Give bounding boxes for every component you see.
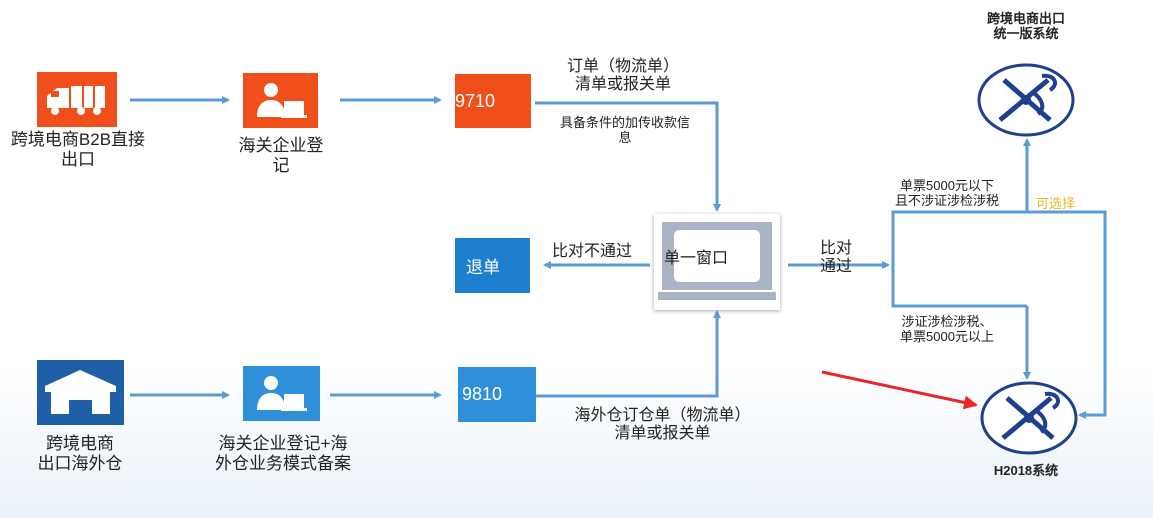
b2b-export-tile (37, 72, 117, 127)
truck-icon (47, 86, 105, 115)
compare-pass-label-line2: 通过 (819, 258, 852, 276)
arrow-9810-to-window (535, 310, 721, 398)
b2b-export-label-line1: 跨境电商B2B直接 (10, 130, 146, 149)
payment-info-label-line1: 具备条件的加传收款信 (559, 115, 690, 130)
order-top-label-line1: 订单（物流单） (566, 58, 679, 75)
code-9710-box: 9710 (455, 74, 531, 128)
person-computer-icon (257, 376, 307, 411)
over-5000-label: 涉证涉检涉税、 单票5000元以上 (880, 314, 1014, 345)
person-computer-icon (257, 83, 307, 118)
red-pointer-arrow (821, 370, 978, 410)
register-top-label-line1: 海关企业登 (238, 136, 324, 155)
return-label: 退单 (466, 258, 500, 277)
b2b-export-label-line2: 出口 (61, 149, 95, 169)
under-5000-label-line1: 单票5000元以下 (900, 178, 994, 193)
under-5000-label-line2: 且不涉证涉检涉税 (894, 192, 999, 208)
h2018-system-title: H2018系统 (993, 463, 1059, 478)
h2018-system-emblem (979, 380, 1079, 456)
warehouse-tile (37, 360, 124, 425)
optional-label: 可选择 (1036, 196, 1076, 211)
register-top-tile (243, 73, 318, 128)
payment-info-label: 具备条件的加传收款信 息 (540, 115, 710, 146)
b2b-export-label: 跨境电商B2B直接 出口 (4, 130, 152, 169)
arrow-9710-to-window (535, 101, 721, 212)
order-top-label: 订单（物流单） 清单或报关单 (548, 58, 698, 95)
customs-emblem-icon (980, 381, 1078, 455)
customs-emblem-icon (977, 63, 1075, 137)
compare-fail-label: 比对不通过 (552, 243, 633, 260)
unified-system-title: 跨境电商出口 统一版系统 (962, 11, 1090, 42)
single-window-label: 单一窗口 (664, 250, 729, 267)
order-bottom-label-line2: 清单或报关单 (614, 425, 711, 443)
warehouse-label-line2: 出口海外仓 (37, 453, 123, 473)
order-bottom-label: 海外仓订仓单（物流单） 清单或报关单 (555, 407, 770, 444)
arrow-optional-to-h2018 (1027, 210, 1107, 419)
compare-pass-label: 比对 通过 (806, 240, 866, 277)
register-bottom-label-line1: 海关企业登记+海 (218, 434, 348, 453)
under-5000-label: 单票5000元以下 且不涉证涉检涉税 (880, 178, 1014, 209)
warehouse-icon (45, 370, 116, 414)
register-top-label: 海关企业登 记 (222, 136, 340, 175)
single-window-tile (654, 214, 780, 310)
over-5000-label-line1: 涉证涉检涉税、 (901, 314, 993, 329)
compare-pass-label-line1: 比对 (819, 240, 852, 257)
unified-system-title-line1: 跨境电商出口 (986, 11, 1065, 26)
code-9710-text: 9710 (455, 90, 496, 111)
payment-info-label-line2: 息 (618, 129, 632, 145)
monitor-icon (658, 222, 776, 300)
return-tile (455, 238, 530, 293)
order-bottom-label-line1: 海外仓订仓单（物流单） (574, 407, 751, 424)
unified-system-emblem (976, 62, 1076, 138)
register-top-label-line2: 记 (272, 155, 290, 175)
code-9810-box: 9810 (458, 367, 536, 422)
order-top-label-line2: 清单或报关单 (574, 76, 671, 94)
over-5000-label-line2: 单票5000元以上 (900, 328, 994, 344)
warehouse-label-line1: 跨境电商 (46, 434, 114, 453)
register-bottom-tile (243, 366, 320, 421)
unified-system-title-line2: 统一版系统 (993, 25, 1059, 41)
register-bottom-label: 海关企业登记+海 外仓业务模式备案 (200, 434, 366, 473)
warehouse-label: 跨境电商 出口海外仓 (14, 434, 146, 473)
branch-bracket (891, 210, 1027, 308)
register-bottom-label-line2: 外仓业务模式备案 (215, 453, 351, 473)
code-9810-text: 9810 (462, 384, 503, 404)
